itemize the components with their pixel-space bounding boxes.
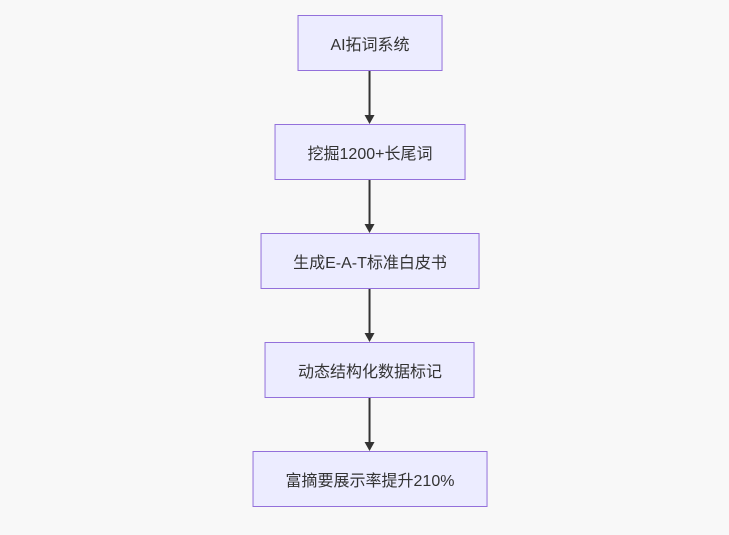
flow-node-eat-whitepaper: 生成E-A-T标准白皮书 — [260, 233, 480, 289]
arrow-head-icon — [365, 333, 375, 342]
flow-node-rich-snippet-rate: 富摘要展示率提升210% — [252, 451, 488, 507]
flow-arrow-3 — [365, 289, 375, 342]
flow-node-structured-data: 动态结构化数据标记 — [264, 342, 475, 398]
arrow-head-icon — [365, 442, 375, 451]
arrow-line — [369, 180, 371, 224]
flowchart-column: AI拓词系统 挖掘1200+长尾词 生成E-A-T标准白皮书 动态结构化数据标记… — [252, 15, 488, 507]
arrow-line — [369, 289, 371, 333]
arrow-line — [369, 71, 371, 115]
flow-node-longtail-mining: 挖掘1200+长尾词 — [274, 124, 466, 180]
arrow-line — [369, 398, 371, 442]
flow-arrow-4 — [365, 398, 375, 451]
arrow-head-icon — [365, 115, 375, 124]
flow-arrow-2 — [365, 180, 375, 233]
arrow-head-icon — [365, 224, 375, 233]
flow-node-ai-word-system: AI拓词系统 — [297, 15, 443, 71]
flow-arrow-1 — [365, 71, 375, 124]
